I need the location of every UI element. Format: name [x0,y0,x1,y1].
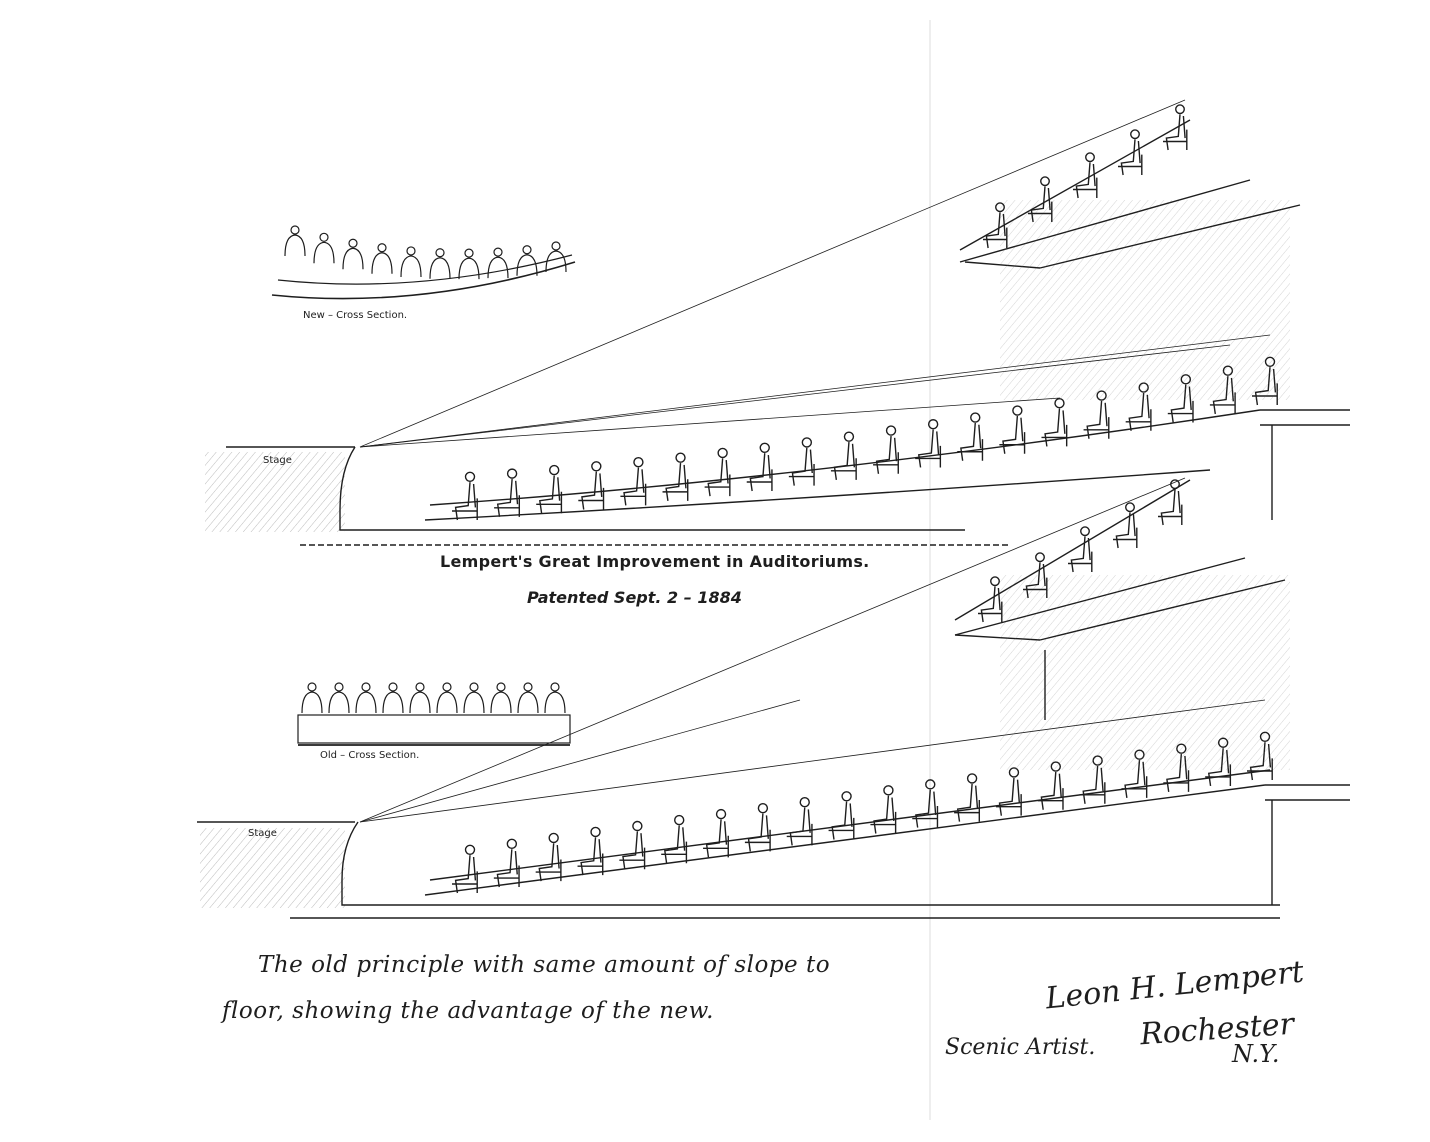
old-cross-section-label: Old – Cross Section. [320,750,420,761]
stage-label-top: Stage [263,455,292,466]
seated-figure [494,468,521,517]
seated-figure [1028,176,1053,223]
seated-figure [746,442,773,492]
seated-figure-front [436,682,458,714]
seated-figure-front [517,682,539,714]
seated-figure [536,464,563,514]
stage-hatch-top [205,452,345,532]
seated-figure [619,820,646,870]
diagram-title: Lempert's Great Improvement in Auditoriu… [440,552,870,571]
seated-figure [873,425,899,474]
seated-figure [1073,152,1098,199]
seated-figure [1041,398,1068,447]
seated-figure [1113,502,1138,549]
new-cross-section-label: New – Cross Section. [303,310,408,321]
seated-figure [978,576,1003,623]
seated-figure-front [342,238,364,270]
seated-figure [954,773,981,822]
seated-figure-front [400,246,422,277]
seated-figure [1068,526,1093,573]
old-cross-section [297,682,571,746]
seated-figure-front [458,248,480,280]
balcony-hatch-top [1000,200,1290,400]
seated-figure-front [313,232,335,264]
seated-figure-front [382,682,404,714]
seated-figure [452,471,478,521]
seated-figure [662,452,689,501]
seated-figure [912,779,939,828]
seated-figure [983,202,1008,249]
stage-hatch-bottom [200,828,345,908]
seated-figure [870,785,897,834]
new-cross-section [271,225,576,300]
seated-figure-front [429,248,451,279]
seated-figure [578,461,605,510]
caption-line-2: floor, showing the advantage of the new. [222,998,714,1024]
seated-figure-front [487,247,509,279]
seated-figure [828,791,855,840]
seated-figure-front [284,225,306,257]
new-auditorium-section [205,99,1350,546]
seated-figure [999,405,1026,454]
seated-figure-front [463,682,485,714]
seated-figure [1023,552,1048,599]
seated-figure [535,832,562,882]
stage-label-bottom: Stage [248,828,277,839]
seated-figure [577,826,604,876]
seated-figure-front [490,682,512,714]
seated-figure-front [355,682,377,714]
patent-date: Patented Sept. 2 – 1884 [527,588,742,607]
seated-figure [661,814,688,864]
seated-figure [786,797,813,846]
seated-figure [915,419,942,468]
balcony-hatch-bottom [1000,575,1290,770]
seated-figure-front [301,682,323,714]
seated-figure-front [371,243,393,274]
seated-figure [957,412,984,461]
seated-figure-front [544,682,566,714]
seated-figure-front [409,682,431,714]
seated-figure [452,844,478,894]
seated-figure-front [516,245,538,276]
seated-figure-front [328,682,350,714]
seated-figure [493,838,520,888]
old-auditorium-section [197,477,1350,919]
seated-figure [1118,129,1143,176]
seated-figure [995,767,1022,816]
seated-figure [744,802,771,852]
seated-figure [788,437,815,486]
seated-figure [830,431,857,480]
signature-role: Scenic Artist. [945,1035,1096,1060]
seated-figure [1163,104,1188,151]
seated-figure-front [545,241,567,273]
seated-figure [704,447,731,497]
signature-state: N.Y. [1232,1040,1280,1068]
seated-figure [1158,479,1183,526]
seated-figure [620,456,647,506]
seated-figure [703,808,729,858]
caption-line-1: The old principle with same amount of sl… [258,952,831,978]
